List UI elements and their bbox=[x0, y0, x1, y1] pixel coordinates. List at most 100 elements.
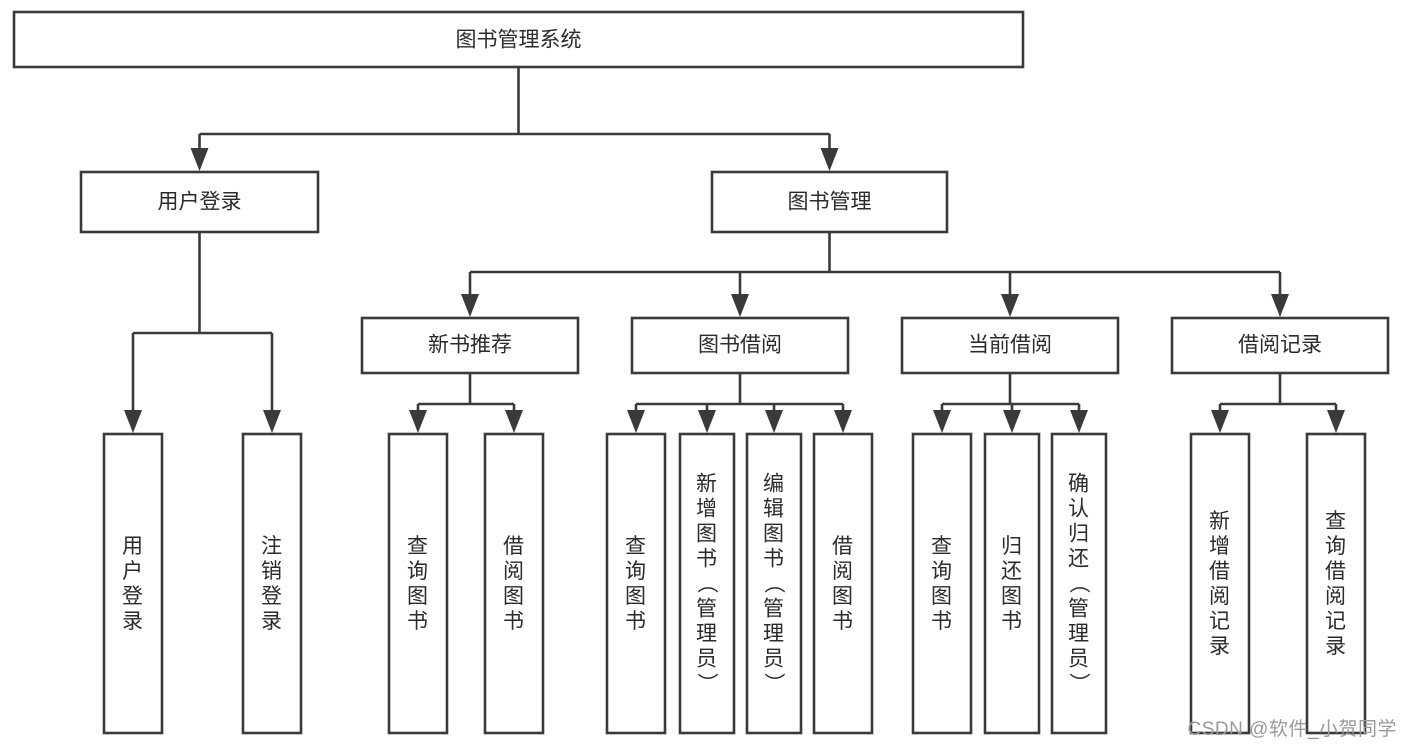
node-borrow-record-box[interactable] bbox=[1170, 316, 1390, 375]
leaf-add-book-char: 增 bbox=[696, 498, 718, 521]
leaf-borrow-book-1-char: 书 bbox=[503, 610, 525, 633]
node-book-borrow-box[interactable] bbox=[630, 316, 850, 375]
leaf-confirm-return-box[interactable] bbox=[1050, 432, 1108, 735]
leaf-edit-book-box[interactable] bbox=[745, 432, 803, 735]
leaf-edit-book-char: （ bbox=[762, 573, 785, 595]
leaf-query-book-2-char: 询 bbox=[625, 560, 647, 583]
node-root-box[interactable] bbox=[12, 10, 1025, 69]
leaf-text-layer: 用户登录注销登录查询图书借阅图书查询图书新增图书（管理员）编辑图书（管理员）借阅… bbox=[122, 473, 1347, 695]
leaf-user-logout-char: 注 bbox=[261, 535, 283, 558]
leaf-user-logout-char: 销 bbox=[261, 560, 283, 583]
leaf-user-login-char: 用 bbox=[122, 535, 144, 558]
leaf-query-record-char: 借 bbox=[1325, 560, 1347, 583]
leaf-query-record-char: 查 bbox=[1325, 510, 1347, 533]
node-current-borrow-box[interactable] bbox=[900, 316, 1120, 375]
leaf-confirm-return-char: 管 bbox=[1068, 598, 1090, 621]
leaf-borrow-book-1-char: 借 bbox=[503, 535, 525, 558]
leaf-user-logout-char: 登 bbox=[261, 585, 283, 608]
leaf-confirm-return-char: 员 bbox=[1068, 648, 1090, 671]
leaf-add-record-box[interactable] bbox=[1189, 432, 1251, 735]
leaf-query-record-char: 阅 bbox=[1325, 585, 1347, 608]
node-new-book-rec[interactable]: 新书推荐 bbox=[360, 316, 580, 375]
arrow-cb-leaf-1 bbox=[933, 410, 951, 433]
node-book-manage[interactable]: 图书管理 bbox=[710, 170, 949, 234]
leaf-borrow-book-2-char: 阅 bbox=[832, 560, 854, 583]
leaf-return-book-char: 图 bbox=[1001, 585, 1023, 608]
leaf-add-book-char: 员 bbox=[696, 648, 718, 671]
leaf-add-book-char: 新 bbox=[696, 473, 718, 496]
leaf-query-book-2-char: 书 bbox=[625, 610, 647, 633]
leaf-edit-book-char: 书 bbox=[763, 548, 785, 571]
leaf-borrow-book-2-char: 图 bbox=[832, 585, 854, 608]
leaf-edit-book-char: 员 bbox=[763, 648, 785, 671]
leaf-query-book-1-char: 查 bbox=[407, 535, 429, 558]
node-current-borrow[interactable]: 当前借阅 bbox=[900, 316, 1120, 375]
leaf-user-login-label: 用户登录 bbox=[122, 535, 144, 633]
leaf-confirm-return-char: 归 bbox=[1068, 523, 1090, 546]
leaf-edit-book-char: 管 bbox=[763, 598, 785, 621]
leaf-user-login-char: 录 bbox=[122, 610, 144, 633]
arrow-cb-leaf-2 bbox=[1003, 410, 1021, 433]
node-root[interactable]: 图书管理系统 bbox=[12, 10, 1025, 69]
arrow-root-to-user-login bbox=[190, 148, 209, 171]
node-borrow-record[interactable]: 借阅记录 bbox=[1170, 316, 1390, 375]
leaf-query-record-box[interactable] bbox=[1305, 432, 1367, 735]
leaf-query-book-2-box[interactable] bbox=[605, 432, 667, 735]
leaf-return-book-box[interactable] bbox=[983, 432, 1041, 735]
leaf-query-book-2-char: 查 bbox=[625, 535, 647, 558]
arrow-user-login-leaf-2 bbox=[263, 410, 281, 433]
leaf-return-book-char: 书 bbox=[1001, 610, 1023, 633]
leaf-add-book-char: 图 bbox=[696, 523, 718, 546]
leaf-query-book-1-char: 图 bbox=[407, 585, 429, 608]
leaf-query-book-1-char: 书 bbox=[407, 610, 429, 633]
node-root-label: 图书管理系统 bbox=[456, 29, 582, 52]
leaf-user-login-box[interactable] bbox=[102, 432, 164, 735]
leaf-add-book-char: 管 bbox=[696, 598, 718, 621]
leaf-add-book-box[interactable] bbox=[678, 432, 736, 735]
leaf-add-record-char: 录 bbox=[1209, 635, 1231, 658]
leaf-user-logout-box[interactable] bbox=[241, 432, 303, 735]
node-new-book-rec-box[interactable] bbox=[360, 316, 580, 375]
leaf-edit-book-char: 图 bbox=[763, 523, 785, 546]
leaf-confirm-return-char: 认 bbox=[1068, 498, 1090, 521]
node-book-borrow-label: 图书借阅 bbox=[698, 334, 782, 357]
leaf-query-book-3-char: 书 bbox=[931, 610, 953, 633]
leaf-return-book-char: 归 bbox=[1001, 535, 1023, 558]
leaf-query-book-3-box[interactable] bbox=[911, 432, 973, 735]
arrow-br-leaf-1 bbox=[1211, 410, 1229, 433]
leaf-add-record-char: 记 bbox=[1209, 610, 1231, 633]
leaf-add-book-char: 理 bbox=[696, 623, 718, 646]
node-user-login[interactable]: 用户登录 bbox=[79, 170, 320, 234]
node-user-login-box[interactable] bbox=[79, 170, 320, 234]
leaf-borrow-book-2-char: 借 bbox=[832, 535, 854, 558]
arrow-cb-leaf-3 bbox=[1070, 410, 1088, 433]
leaf-query-book-1-box[interactable] bbox=[387, 432, 449, 735]
leaf-confirm-return-char: 还 bbox=[1068, 548, 1090, 571]
leaf-layer bbox=[102, 432, 1367, 735]
leaf-borrow-book-1-box[interactable] bbox=[483, 432, 545, 735]
arrow-bb-leaf-3 bbox=[765, 410, 783, 433]
arrow-bm-to-current-borrow bbox=[1001, 294, 1019, 317]
leaf-confirm-return-char: ） bbox=[1067, 673, 1090, 695]
leaf-add-record-char: 阅 bbox=[1209, 585, 1231, 608]
node-borrow-record-label: 借阅记录 bbox=[1238, 334, 1322, 357]
arrow-nbr-leaf-2 bbox=[505, 410, 523, 433]
node-book-borrow[interactable]: 图书借阅 bbox=[630, 316, 850, 375]
arrow-nbr-leaf-1 bbox=[409, 410, 427, 433]
node-user-login-label: 用户登录 bbox=[158, 191, 242, 214]
node-book-manage-box[interactable] bbox=[710, 170, 949, 234]
arrow-root-to-book-manage bbox=[820, 148, 839, 171]
arrow-bb-leaf-1 bbox=[627, 410, 645, 433]
arrow-bm-to-new-book-rec bbox=[461, 294, 479, 317]
leaf-borrow-book-2-box[interactable] bbox=[812, 432, 874, 735]
leaf-query-book-3-char: 图 bbox=[931, 585, 953, 608]
